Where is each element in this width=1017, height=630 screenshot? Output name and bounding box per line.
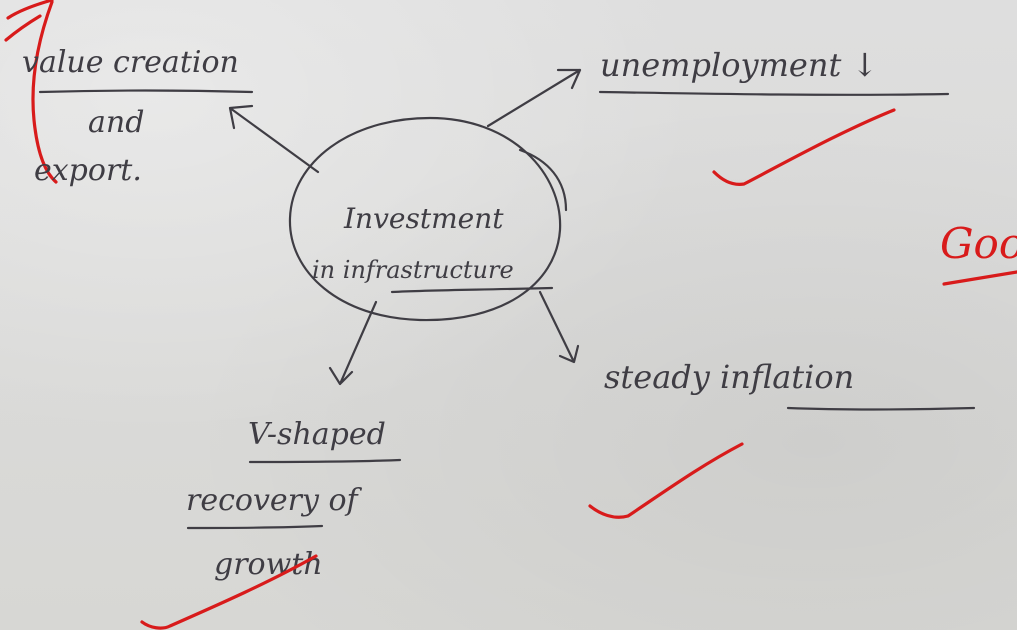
v-shaped-line-2: recovery of (186, 483, 363, 518)
center-underline (390, 286, 554, 294)
steady-inflation-underline (786, 406, 976, 411)
red-scribble-mark (4, 0, 54, 42)
value-creation-underline (38, 89, 254, 94)
arrow-to-v-shaped (328, 300, 378, 386)
good-remark-underline (942, 270, 1017, 286)
arrow-to-unemployment (486, 68, 582, 128)
value-creation-line-3: export. (34, 153, 142, 188)
center-bubble (288, 116, 562, 322)
center-line-2: in infrastructure (312, 256, 514, 284)
recovery-underline (186, 524, 324, 530)
steady-inflation-checkmark (588, 442, 744, 519)
v-shaped-line-1: V-shaped (248, 417, 386, 452)
unemployment-label: unemployment ↓ (600, 46, 878, 84)
unemployment-underline (598, 90, 950, 96)
steady-inflation-label: steady inflation (604, 358, 854, 396)
good-remark: Good (940, 219, 1017, 268)
value-creation-line-1: value creation (22, 45, 239, 80)
value-creation-line-2: and (88, 105, 144, 140)
v-shaped-checkmark (140, 554, 318, 630)
red-bracket-mark (31, 0, 58, 184)
v-shaped-underline (248, 458, 402, 464)
unemployment-checkmark (712, 108, 896, 186)
arrow-to-steady-inflation (538, 290, 580, 364)
arrow-to-value-creation (228, 104, 320, 174)
center-bubble-overlap (518, 148, 568, 212)
v-shaped-line-3: growth (214, 547, 323, 582)
center-line-1: Investment (343, 202, 504, 235)
